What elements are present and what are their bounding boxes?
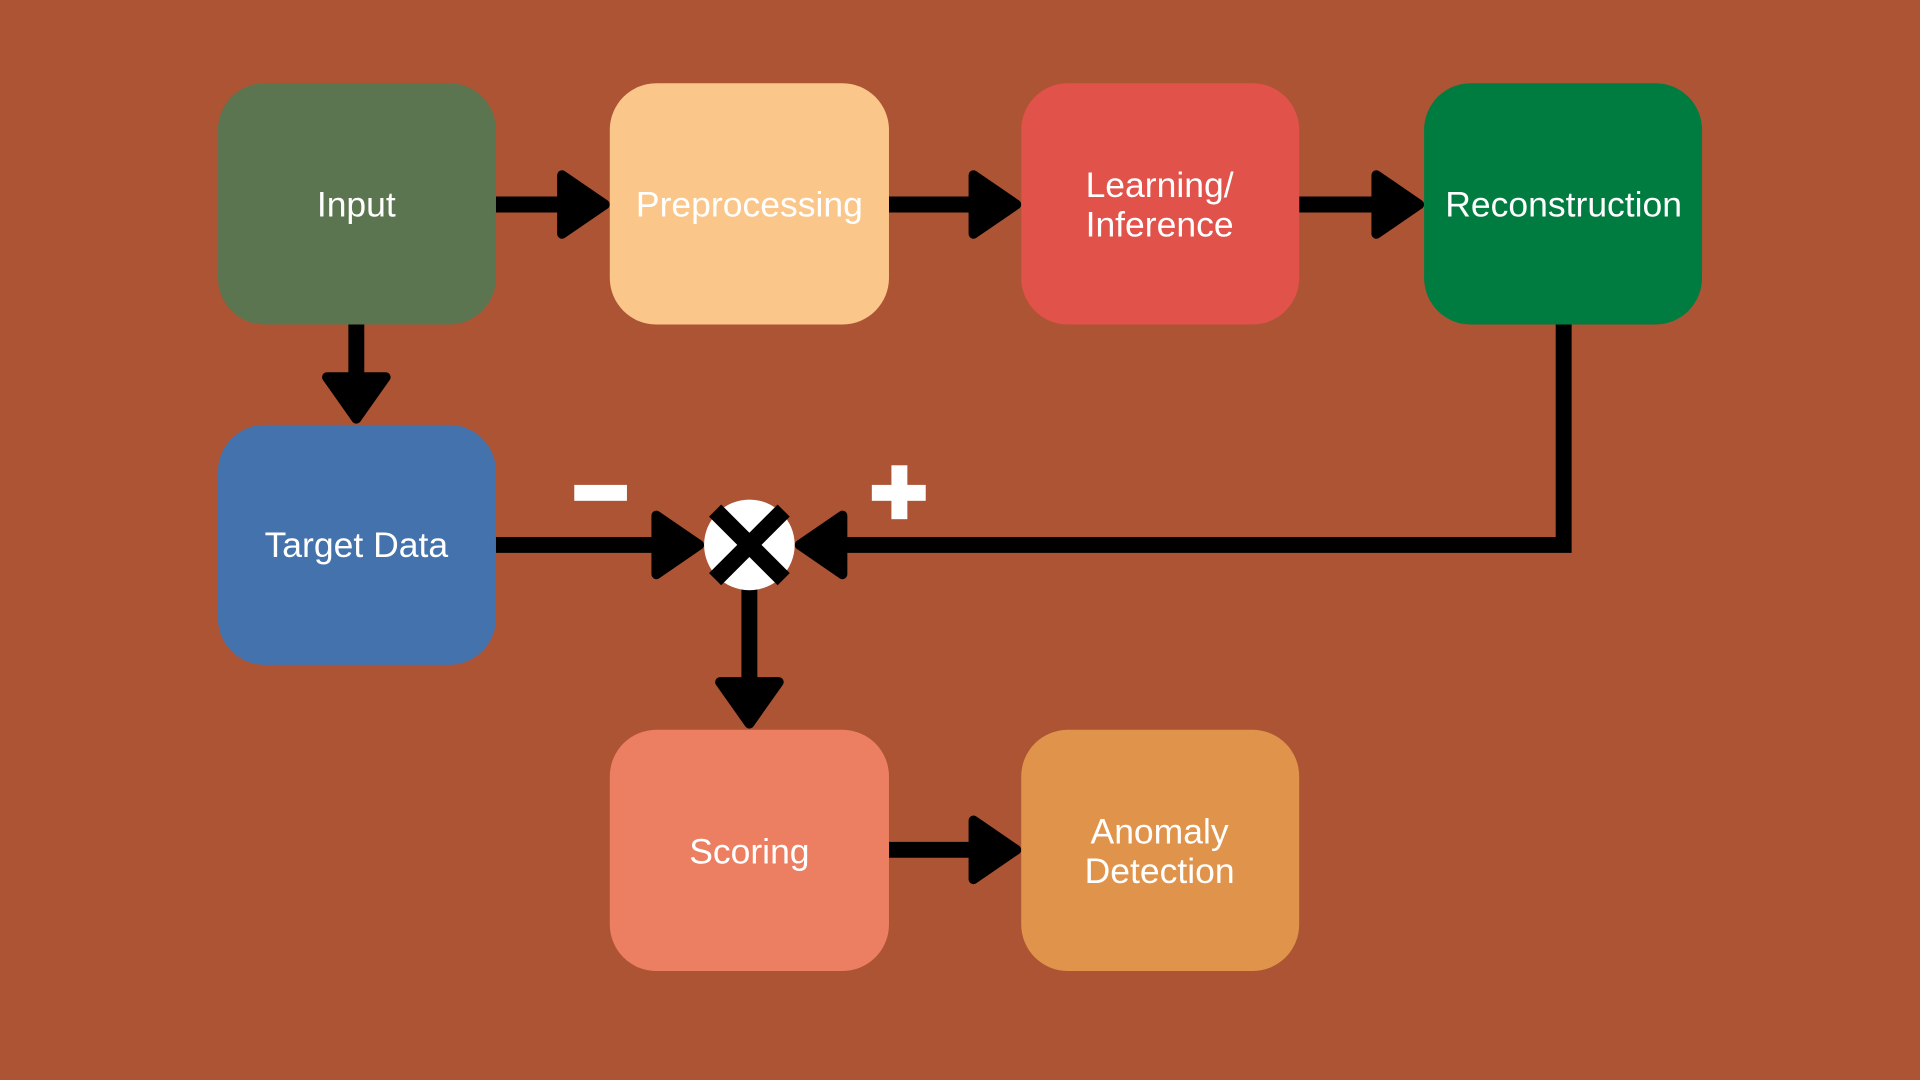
node-input: Input xyxy=(217,83,496,325)
arrow-target-to-junction xyxy=(495,510,705,580)
svg-text:Detection: Detection xyxy=(1085,851,1235,891)
node-reconstruction: Reconstruction xyxy=(1424,83,1703,325)
svg-text:Target Data: Target Data xyxy=(265,525,449,565)
svg-text:Reconstruction: Reconstruction xyxy=(1445,185,1682,225)
svg-text:Inference: Inference xyxy=(1086,204,1234,244)
arrow-learning-to-reconstruction xyxy=(1299,170,1425,239)
arrow-scoring-to-anomaly xyxy=(888,815,1022,885)
node-target-data: Target Data xyxy=(217,424,496,665)
arrow-input-to-preprocessing xyxy=(495,170,610,239)
svg-text:Scoring: Scoring xyxy=(689,831,809,871)
svg-text:Preprocessing: Preprocessing xyxy=(636,185,863,225)
node-preprocessing: Preprocessing xyxy=(609,83,889,325)
node-learning-inference: Learning/ Inference xyxy=(1021,83,1300,325)
node-anomaly-detection: Anomaly Detection xyxy=(1021,729,1300,972)
node-scoring: Scoring xyxy=(609,729,889,972)
minus-sign-icon xyxy=(574,484,627,501)
arrow-input-to-target xyxy=(322,324,391,424)
svg-text:Learning/: Learning/ xyxy=(1086,165,1234,205)
arrow-junction-to-scoring xyxy=(715,587,784,729)
svg-text:Input: Input xyxy=(317,185,396,225)
svg-text:Anomaly: Anomaly xyxy=(1091,812,1229,852)
multiply-junction-icon xyxy=(704,499,795,591)
plus-sign-icon xyxy=(871,465,926,520)
arrow-preprocessing-to-learning xyxy=(888,170,1022,239)
arrow-reconstruction-to-junction xyxy=(794,324,1572,580)
